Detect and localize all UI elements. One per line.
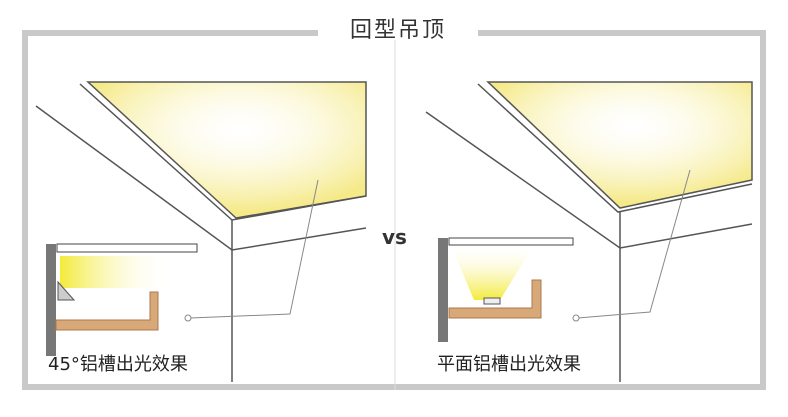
- light-beam-flat: [452, 248, 532, 300]
- right-scene: [425, 76, 756, 382]
- vs-label: vs: [382, 225, 407, 249]
- right-caption: 平面铝槽出光效果: [437, 354, 581, 375]
- page-title: 回型吊顶: [318, 12, 478, 44]
- left-scene: [35, 76, 367, 382]
- wall-section-left: [46, 244, 56, 356]
- wall-section-right: [438, 238, 448, 342]
- ceiling-glow-right: [486, 81, 753, 209]
- light-beam-45: [60, 256, 170, 288]
- left-caption: 45°铝槽出光效果: [48, 354, 188, 375]
